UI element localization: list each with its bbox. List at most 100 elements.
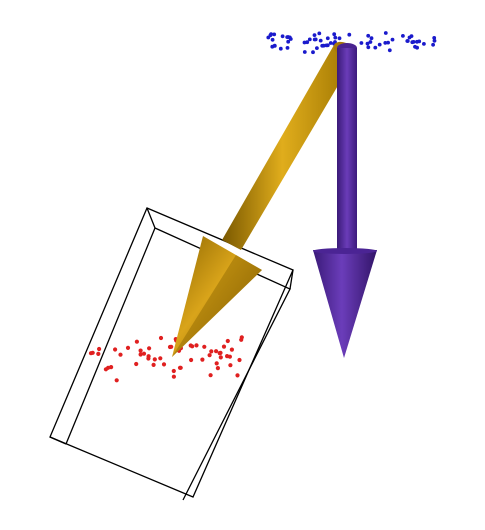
- red-point: [171, 368, 176, 374]
- wireframe-box: [49, 207, 294, 501]
- blue-point: [405, 39, 410, 43]
- red-point: [134, 339, 139, 344]
- blue-point: [368, 40, 373, 44]
- red-point: [239, 335, 244, 340]
- red-point: [97, 346, 102, 352]
- red-point: [152, 357, 157, 362]
- blue-point: [413, 44, 417, 49]
- red-point: [194, 343, 199, 348]
- blue-point: [383, 41, 388, 45]
- blue-point: [307, 37, 312, 42]
- red-point: [225, 338, 230, 344]
- blue-point: [431, 42, 435, 47]
- red-point: [147, 346, 152, 351]
- red-point: [171, 374, 176, 379]
- blue-point-cloud: [266, 31, 437, 55]
- red-point: [228, 363, 233, 368]
- blue-point: [365, 41, 370, 46]
- red-point: [229, 347, 234, 352]
- gold-arrow-head: [172, 236, 262, 357]
- red-point: [151, 362, 156, 367]
- red-point: [189, 357, 194, 363]
- red-point: [167, 344, 173, 350]
- blue-point: [286, 39, 291, 44]
- blue-point: [422, 42, 426, 46]
- red-point: [214, 361, 219, 366]
- red-point: [218, 355, 223, 360]
- blue-point: [432, 36, 437, 40]
- blue-point: [369, 36, 374, 41]
- blue-point: [324, 43, 329, 48]
- blue-point: [377, 42, 382, 47]
- blue-point: [390, 37, 395, 42]
- blue-point: [401, 34, 405, 38]
- red-point: [114, 378, 119, 383]
- red-point: [202, 344, 207, 349]
- red-point: [106, 365, 111, 370]
- blue-point: [320, 43, 325, 48]
- red-point: [215, 366, 220, 371]
- red-point: [158, 335, 164, 341]
- blue-point: [302, 50, 307, 54]
- blue-point: [278, 46, 283, 51]
- red-point: [235, 373, 240, 378]
- blue-point: [315, 46, 319, 50]
- red-point: [178, 365, 183, 370]
- red-point: [209, 349, 214, 354]
- red-point: [214, 349, 219, 354]
- red-point: [237, 357, 242, 363]
- red-point: [96, 351, 101, 356]
- purple-arrow-head-base: [313, 248, 377, 254]
- blue-point: [272, 32, 277, 37]
- box-edge: [289, 269, 294, 290]
- blue-point: [318, 38, 323, 43]
- box-edge: [65, 227, 156, 445]
- blue-point: [409, 34, 414, 38]
- blue-point: [373, 45, 378, 50]
- red-point: [225, 354, 230, 359]
- red-point-cloud: [88, 335, 244, 383]
- blue-point: [383, 31, 388, 35]
- blue-point: [415, 39, 419, 44]
- box-back-face: [49, 207, 294, 498]
- red-point: [138, 352, 143, 357]
- red-point: [134, 361, 139, 367]
- red-point: [207, 353, 212, 358]
- blue-point: [312, 33, 317, 37]
- purple-arrow: [313, 43, 377, 358]
- box-edge: [146, 207, 156, 229]
- red-point: [200, 357, 205, 362]
- purple-arrow-head: [313, 250, 377, 358]
- gold-arrow-head-shade: [172, 255, 262, 357]
- blue-point: [411, 40, 416, 44]
- red-point: [208, 373, 213, 378]
- blue-point: [280, 34, 285, 39]
- blue-point: [333, 35, 338, 40]
- blue-point: [359, 41, 364, 45]
- purple-arrow-shaft: [337, 48, 357, 253]
- red-point: [88, 351, 94, 356]
- blue-point: [270, 44, 275, 49]
- blue-point: [311, 50, 315, 55]
- box-edge: [49, 436, 67, 445]
- blue-point: [366, 45, 371, 50]
- blue-point: [285, 46, 290, 50]
- red-point: [113, 347, 118, 352]
- red-point: [217, 351, 222, 356]
- red-point: [161, 362, 167, 367]
- red-point: [158, 356, 163, 361]
- gold-arrow-shaft: [222, 45, 356, 250]
- red-point: [141, 351, 147, 356]
- blue-point: [302, 40, 307, 45]
- blue-point: [317, 31, 322, 36]
- blue-point: [347, 32, 352, 37]
- red-point: [125, 345, 131, 350]
- red-point: [138, 348, 143, 353]
- blue-point: [325, 36, 330, 41]
- red-point: [118, 352, 123, 357]
- blue-point: [386, 40, 390, 45]
- red-point: [146, 354, 151, 359]
- red-point: [190, 344, 195, 349]
- blue-point: [312, 37, 317, 42]
